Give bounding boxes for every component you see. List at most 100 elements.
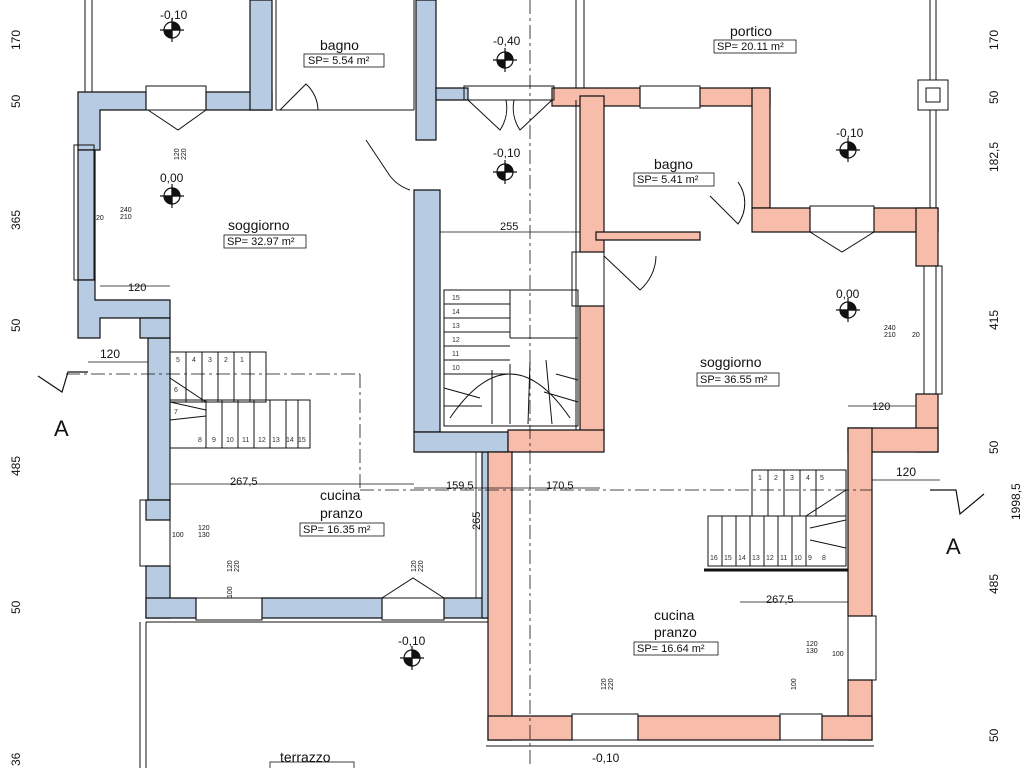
- stair-num: 14: [286, 437, 294, 444]
- stair-num: 8: [822, 555, 826, 562]
- dim-267-left: 267,5: [230, 476, 258, 488]
- stair-num: 3: [790, 475, 794, 482]
- elev-soggiorno-right: 0,00: [836, 287, 860, 301]
- right-total-dim: 1998,5: [1009, 483, 1023, 520]
- window-code-5: 100: [172, 532, 184, 539]
- elev-top-left: -0,10: [160, 8, 188, 22]
- stair-num: 9: [808, 555, 812, 562]
- room-name-bagno-right: bagno: [654, 156, 693, 172]
- right-dim-3: 415: [987, 310, 1001, 330]
- right-dim-6: 50: [987, 728, 1001, 742]
- section-mark-right: A: [946, 534, 961, 559]
- stair-num: 11: [242, 437, 249, 444]
- stair-num: 9: [212, 437, 216, 444]
- stairs-center: [443, 289, 579, 427]
- room-area-bagno-left: SP= 5.54 m²: [308, 55, 370, 67]
- stair-num: 14: [452, 309, 460, 316]
- stair-num: 10: [452, 365, 460, 372]
- stair-num: 10: [226, 437, 234, 444]
- section-lines: [37, 371, 985, 516]
- window-code-8: 120220: [411, 560, 425, 572]
- elevation-markers: [160, 18, 860, 670]
- window-code-12: 100: [832, 651, 844, 658]
- window-code-1: 120220: [174, 148, 188, 160]
- stairs-right: [704, 469, 848, 572]
- room-name-soggiorno-left: soggiorno: [228, 217, 290, 233]
- stair-num: 12: [766, 555, 774, 562]
- stair-numbers: 5 4 3 2 1 6 7 8 9 10 11 12 13 14 15 15 1…: [174, 295, 826, 562]
- left-side-dims: 170 50 365 50 485 50 36: [9, 30, 23, 766]
- dim-120-d: 120: [896, 465, 916, 479]
- dim-120-b: 120: [100, 347, 120, 361]
- right-unit-walls: [487, 87, 939, 741]
- stair-num: 4: [192, 357, 196, 364]
- stair-num: 3: [208, 357, 212, 364]
- stairs-left: [169, 351, 311, 449]
- window-code-3: 20: [96, 215, 104, 222]
- stair-num: 8: [198, 437, 202, 444]
- elev-hall: -0,10: [493, 146, 521, 160]
- stair-num: 12: [452, 337, 460, 344]
- elev-portico: -0,10: [836, 126, 864, 140]
- elevation-labels: -0,10 -0,40 -0,10 0,00 -0,10 0,00 -0,10 …: [160, 8, 864, 765]
- dimension-labels: 255 120 120 120 120 267,5 159,5 170,5 26…: [100, 221, 916, 606]
- room-name-soggiorno-right: soggiorno: [700, 354, 762, 370]
- elev-bottom: -0,10: [592, 751, 620, 765]
- stair-num: 2: [774, 475, 778, 482]
- dimension-lines: [88, 231, 940, 603]
- room-area-bagno-right: SP= 5.41 m²: [637, 174, 699, 186]
- door-swings: [147, 83, 875, 599]
- room-area-soggiorno-left: SP= 32.97 m²: [227, 236, 295, 248]
- room-area-cucina-right: SP= 16.64 m²: [637, 643, 705, 655]
- area-boxes: [223, 39, 797, 768]
- window-code-6: 120220: [227, 560, 241, 572]
- center-lines: [66, 0, 872, 768]
- thin-lines: [73, 0, 949, 768]
- room-name-terrazzo: terrazzo: [280, 749, 331, 765]
- room-name-bagno-left: bagno: [320, 37, 359, 53]
- right-dim-0: 170: [987, 30, 1001, 50]
- window-code-10: 20: [912, 332, 920, 339]
- left-dim-6: 36: [9, 752, 23, 766]
- elev-top-center: -0,40: [493, 34, 521, 48]
- dim-120-a: 120: [128, 282, 146, 294]
- left-dim-4: 485: [9, 456, 23, 476]
- left-dim-3: 50: [9, 318, 23, 332]
- left-dim-1: 50: [9, 94, 23, 108]
- stair-num: 2: [224, 357, 228, 364]
- window-code-13: 120220: [601, 678, 615, 690]
- stair-num: 7: [174, 409, 178, 416]
- room-name-portico: portico: [730, 23, 772, 39]
- right-side-dims: 170 50 182,5 415 50 485 50 1998,5: [987, 30, 1023, 742]
- stair-num: 11: [452, 351, 459, 358]
- stair-num: 15: [452, 295, 460, 302]
- stair-num: 12: [258, 437, 266, 444]
- stair-num: 1: [758, 475, 762, 482]
- room-area-cucina-left: SP= 16.35 m²: [303, 524, 371, 536]
- stair-num: 13: [272, 437, 280, 444]
- room-name-cucina-left: cucina: [320, 487, 361, 503]
- dim-159: 159,5: [446, 480, 474, 492]
- stair-num: 5: [176, 357, 180, 364]
- stair-num: 13: [752, 555, 760, 562]
- elev-soggiorno-left: 0,00: [160, 171, 184, 185]
- right-dim-4: 50: [987, 440, 1001, 454]
- right-dim-5: 485: [987, 574, 1001, 594]
- window-code-7: 100: [227, 586, 234, 598]
- dim-120-c: 120: [872, 401, 890, 413]
- room-name-pranzo-left: pranzo: [320, 505, 363, 521]
- stair-num: 1: [240, 357, 244, 364]
- left-dim-0: 170: [9, 30, 23, 50]
- dim-255: 255: [500, 221, 518, 233]
- room-area-soggiorno-right: SP= 36.55 m²: [700, 374, 768, 386]
- right-dim-2: 182,5: [987, 142, 1001, 172]
- dim-265: 265: [471, 512, 483, 530]
- room-name-cucina-right: cucina: [654, 607, 695, 623]
- dim-267-right: 267,5: [766, 594, 794, 606]
- room-labels: bagno SP= 5.54 m² portico SP= 20.11 m² b…: [227, 23, 784, 765]
